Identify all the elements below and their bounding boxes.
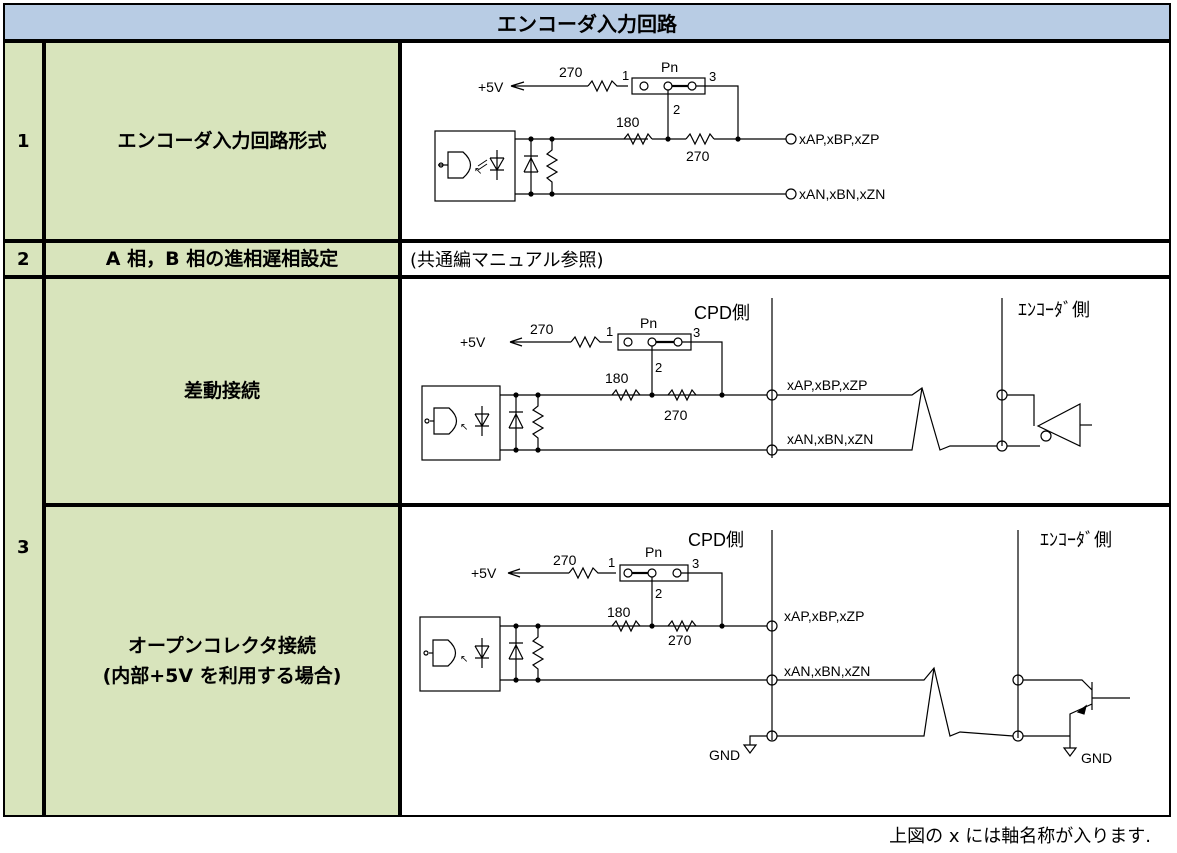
- row-label-2: A 相，B 相の進相遅相設定: [44, 241, 400, 277]
- open-collector-subtitle: (内部+5V を利用する場合): [102, 665, 342, 687]
- circuit-differential: CPD側 ｴﾝｺｰﾀﾞ側 +5V 270 1 Pn 3 2 ↖ 180 270: [421, 298, 1092, 461]
- svg-text:xAN,xBN,xZN: xAN,xBN,xZN: [784, 663, 870, 679]
- resistor-shunt: [545, 139, 559, 194]
- diode-clamp: [523, 155, 539, 173]
- svg-text:270: 270: [530, 321, 554, 337]
- circuit-input-form: +5V 270 1 Pn 3 2 ↖ 180: [434, 59, 885, 202]
- svg-text:↖: ↖: [460, 654, 468, 665]
- jumper-pn-box: [617, 333, 692, 351]
- line-driver-triangle: [1036, 403, 1081, 447]
- svg-text:3: 3: [693, 325, 700, 340]
- terminal-xap: [785, 133, 797, 145]
- svg-text:270: 270: [668, 632, 692, 648]
- svg-text:2: 2: [673, 102, 680, 117]
- svg-text:270: 270: [664, 407, 688, 423]
- resistor-270-mid: [685, 132, 715, 146]
- resistor-270-top: [587, 79, 628, 93]
- gnd-symbol-left: [742, 744, 758, 754]
- svg-text:270: 270: [553, 552, 577, 568]
- svg-text:1: 1: [622, 68, 629, 83]
- svg-text:GND: GND: [1081, 750, 1112, 766]
- svg-text:2: 2: [655, 360, 662, 375]
- svg-text:+5V: +5V: [460, 334, 486, 350]
- svg-text:xAN,xBN,xZN: xAN,xBN,xZN: [787, 431, 873, 447]
- terminal-xan: [785, 188, 797, 200]
- gnd-symbol-right: [1062, 747, 1078, 757]
- svg-text:xAP,xBP,xZP: xAP,xBP,xZP: [787, 377, 867, 393]
- row-value-differential: [400, 277, 1171, 505]
- svg-text:xAP,xBP,xZP: xAP,xBP,xZP: [784, 608, 864, 624]
- open-collector-title: オープンコレクタ接続: [127, 635, 317, 657]
- row-number-2: 2: [3, 241, 44, 277]
- svg-text:xAP,xBP,xZP: xAP,xBP,xZP: [799, 131, 879, 147]
- svg-text:xAN,xBN,xZN: xAN,xBN,xZN: [799, 186, 885, 202]
- svg-text:180: 180: [607, 604, 631, 620]
- svg-text:↖: ↖: [460, 422, 468, 433]
- table-header: エンコーダ入力回路: [3, 3, 1171, 41]
- svg-text:ｴﾝｺｰﾀﾞ側: ｴﾝｺｰﾀﾞ側: [1018, 300, 1090, 320]
- row-label-open-collector: オープンコレクタ接続 (内部+5V を利用する場合): [44, 505, 400, 817]
- svg-text:1: 1: [608, 555, 615, 570]
- svg-text:CPD側: CPD側: [688, 530, 744, 550]
- svg-text:Pn: Pn: [640, 315, 657, 331]
- svg-text:+5V: +5V: [471, 565, 497, 581]
- row-label-1: エンコーダ入力回路形式: [44, 41, 400, 241]
- gate-shape: [447, 151, 472, 179]
- diode-led: [489, 150, 505, 180]
- svg-text:270: 270: [686, 148, 710, 164]
- svg-text:270: 270: [559, 64, 583, 80]
- footnote: 上図の x には軸名称が入ります.: [889, 826, 1151, 847]
- row-number-1: 1: [3, 41, 44, 241]
- row-value-2: (共通編マニュアル参照): [400, 241, 1171, 277]
- svg-text:180: 180: [605, 370, 629, 386]
- row-value-open-collector: [400, 505, 1171, 817]
- photocoupler-box: [434, 130, 516, 202]
- svg-text:3: 3: [709, 69, 716, 84]
- svg-text:1: 1: [606, 324, 613, 339]
- row-label-differential: 差動接続: [44, 277, 400, 505]
- svg-text:CPD側: CPD側: [694, 303, 750, 323]
- svg-text:ｴﾝｺｰﾀﾞ側: ｴﾝｺｰﾀﾞ側: [1040, 530, 1112, 550]
- circuit-open-collector: CPD側 ｴﾝｺｰﾀﾞ側 +5V 270 1 Pn 3 2 ↖ 180 270: [419, 530, 1130, 766]
- svg-text:2: 2: [655, 586, 662, 601]
- row-number-3: 3: [3, 277, 44, 817]
- row-value-1: [400, 41, 1171, 241]
- svg-text:GND: GND: [709, 747, 740, 763]
- label-plus5v: +5V: [478, 79, 504, 95]
- svg-text:3: 3: [692, 556, 699, 571]
- svg-text:↖: ↖: [474, 166, 482, 177]
- resistor-180: [623, 132, 653, 146]
- arrow-plus5v: [510, 81, 588, 91]
- svg-text:Pn: Pn: [661, 59, 678, 75]
- svg-text:180: 180: [616, 114, 640, 130]
- svg-text:Pn: Pn: [645, 544, 662, 560]
